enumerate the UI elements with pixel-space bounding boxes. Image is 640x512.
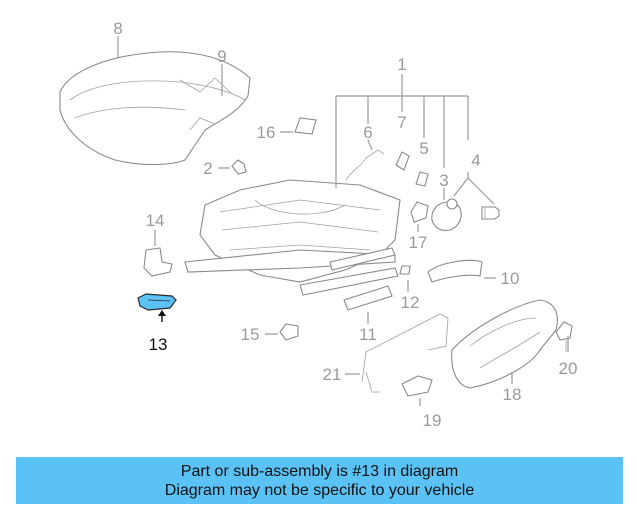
banner-line-disclaimer: Diagram may not be specific to your vehi… xyxy=(164,481,475,499)
label-11: 11 xyxy=(359,325,377,344)
label-21: 21 xyxy=(323,365,342,384)
exploded-parts-diagram: 1 2 3 4 5 6 7 8 9 10 11 12 13 14 15 16 1… xyxy=(59,19,578,430)
seat-frame-part xyxy=(184,179,401,296)
label-17: 17 xyxy=(409,233,428,252)
label-6: 6 xyxy=(363,123,372,142)
label-9: 9 xyxy=(217,47,226,66)
label-5: 5 xyxy=(419,139,428,158)
label-20: 20 xyxy=(559,359,578,378)
info-banner: Part or sub-assembly is #13 in diagram D… xyxy=(16,457,623,504)
banner-line-part-number: Part or sub-assembly is #13 in diagram xyxy=(180,462,459,480)
seat-cushion-part xyxy=(59,51,251,165)
label-2: 2 xyxy=(203,159,212,178)
label-10: 10 xyxy=(501,269,520,288)
label-1: 1 xyxy=(397,55,406,74)
label-14: 14 xyxy=(146,211,165,230)
label-15: 15 xyxy=(241,325,260,344)
label-13[interactable]: 13 xyxy=(149,335,168,354)
label-4: 4 xyxy=(471,151,480,170)
label-3: 3 xyxy=(439,171,448,190)
label-8: 8 xyxy=(113,19,122,38)
label-19: 19 xyxy=(423,411,442,430)
label-7: 7 xyxy=(397,113,406,132)
label-16: 16 xyxy=(257,123,276,142)
label-18: 18 xyxy=(503,385,522,404)
highlighted-part-13[interactable] xyxy=(137,293,177,322)
label-12: 12 xyxy=(401,293,420,312)
